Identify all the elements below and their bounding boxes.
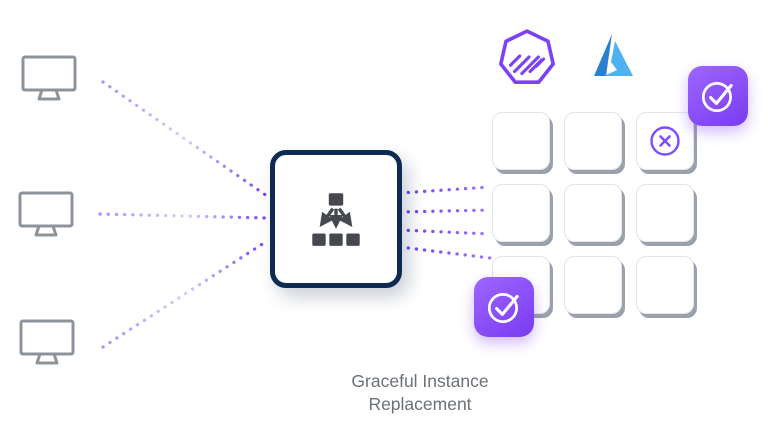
diagram-caption: Graceful Instance Replacement <box>290 370 550 416</box>
client-monitor-1 <box>20 54 78 104</box>
load-balancer-box <box>270 150 402 288</box>
instance-grid <box>492 112 694 314</box>
instance-cell <box>636 256 694 314</box>
heptagon-speed-logo <box>497 27 557 87</box>
instance-cell <box>564 184 622 242</box>
check-circle-icon <box>487 293 519 324</box>
x-circle-icon <box>650 126 680 156</box>
new-instance-badge-top <box>688 66 748 126</box>
instance-cell <box>492 112 550 170</box>
instance-cell <box>492 184 550 242</box>
client-monitor-3 <box>18 318 76 368</box>
instance-cell <box>564 112 622 170</box>
azure-logo <box>584 30 642 80</box>
monitor-icon <box>21 55 77 101</box>
check-circle-icon <box>701 82 733 113</box>
caption-line-2: Replacement <box>368 394 472 414</box>
heptagon-speed-icon <box>499 29 555 85</box>
instance-cell <box>636 184 694 242</box>
load-balancer-icon <box>312 193 360 246</box>
instance-cell-draining <box>636 112 694 170</box>
azure-icon <box>594 34 633 76</box>
new-instance-badge-bottom <box>474 277 534 337</box>
monitor-icon <box>18 191 74 237</box>
instance-cell <box>564 256 622 314</box>
client-monitor-2 <box>17 190 75 240</box>
caption-line-1: Graceful Instance <box>351 371 489 391</box>
monitor-icon <box>19 319 75 365</box>
